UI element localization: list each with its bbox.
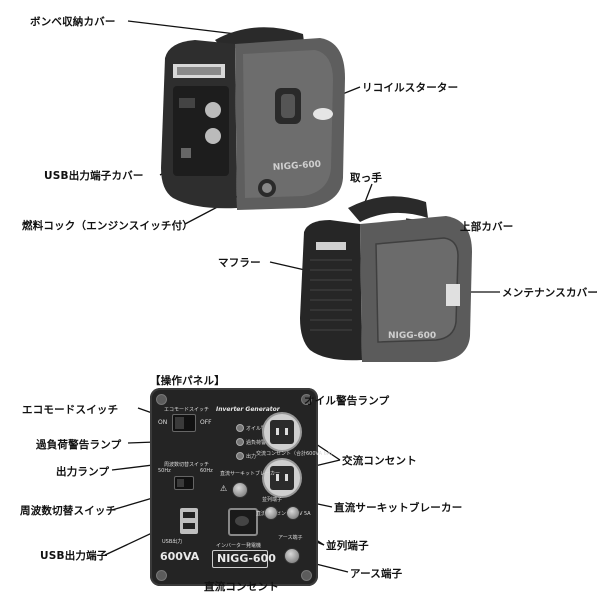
panel-earth-label: アース端子 xyxy=(278,535,303,541)
label-usb-port-cover: USB出力端子カバー xyxy=(44,170,144,182)
operation-panel: エコモードスイッチ ON OFF Inverter Generator オイル警… xyxy=(150,388,335,586)
label-oil-warning-lamp: オイル警告ランプ xyxy=(304,395,390,407)
dc-outlet[interactable] xyxy=(228,508,258,536)
panel-dc-caption: 直流コンセント 12V 5A xyxy=(256,511,311,517)
label-earth-terminal: アース端子 xyxy=(350,568,403,580)
earth-terminal[interactable] xyxy=(284,548,300,564)
label-recoil-starter: リコイルスターター xyxy=(362,82,459,94)
label-dc-outlet: 直流コンセント xyxy=(204,581,279,593)
panel-capacity: 600VA xyxy=(160,550,200,563)
engine-warning-icon: ⚠ xyxy=(220,484,228,493)
overload-warning-lamp xyxy=(236,438,244,446)
screw-icon xyxy=(156,570,167,581)
panel-output-label: 出力 xyxy=(246,454,257,460)
label-overload-warning-lamp: 過負荷警告ランプ xyxy=(36,439,122,451)
label-eco-mode-switch: エコモードスイッチ xyxy=(22,404,119,416)
generator-rear-view: NIGG-600 xyxy=(300,196,472,362)
label-fuel-cock: 燃料コック（エンジンスイッチ付） xyxy=(22,220,193,232)
parallel-terminal-2[interactable] xyxy=(286,506,300,520)
label-parallel-terminal: 並列端子 xyxy=(326,540,369,552)
label-dc-circuit-breaker: 直流サーキットブレーカー xyxy=(334,502,463,514)
label-muffler: マフラー xyxy=(218,257,261,269)
panel-freq-label: 周波数切替スイッチ xyxy=(164,462,210,468)
label-top-cover: 上部カバー xyxy=(460,221,514,233)
panel-freq-50: 50Hz xyxy=(158,468,171,474)
label-panel-heading: 【操作パネル】 xyxy=(150,375,225,387)
panel-brand: Inverter Generator xyxy=(216,406,280,413)
panel-ac-caption: 交流コンセント（合計600VA 6A） xyxy=(256,451,336,457)
label-maintenance-cover: メンテナンスカバー xyxy=(502,287,599,299)
panel-parallel-label: 並列端子 xyxy=(262,497,283,503)
eco-mode-switch[interactable] xyxy=(172,414,196,432)
model-text-side: NIGG-600 xyxy=(273,160,322,173)
usb-output-terminal[interactable] xyxy=(180,508,198,534)
frequency-switch[interactable] xyxy=(174,476,194,490)
panel-model-caption: インバーター発電機 xyxy=(216,543,262,549)
dc-circuit-breaker[interactable] xyxy=(232,482,248,498)
label-output-lamp: 出力ランプ xyxy=(56,466,110,478)
screw-icon xyxy=(301,394,312,405)
label-handle: 取っ手 xyxy=(350,172,383,184)
panel-off-label: OFF xyxy=(200,419,212,426)
screw-icon xyxy=(156,394,167,405)
panel-overload-label: 過負荷警告 xyxy=(246,440,272,446)
panel-eco-label: エコモードスイッチ xyxy=(164,407,210,413)
label-cylinder-cover: ボンベ収納カバー xyxy=(30,16,116,28)
ac-outlet-2[interactable] xyxy=(262,458,302,498)
screw-icon xyxy=(301,570,312,581)
parallel-terminal-1[interactable] xyxy=(264,506,278,520)
panel-oil-label: オイル警告 xyxy=(246,426,272,432)
label-usb-output-terminal: USB出力端子 xyxy=(40,550,108,562)
generator-front-view: NIGG-600 xyxy=(161,27,345,210)
panel-model-box: NIGG-600 xyxy=(212,550,276,568)
output-lamp xyxy=(236,452,244,460)
oil-warning-lamp xyxy=(236,424,244,432)
label-ac-outlet: 交流コンセント xyxy=(342,455,417,467)
panel-freq-60: 60Hz xyxy=(200,468,213,474)
panel-on-label: ON xyxy=(158,419,168,426)
panel-breaker-label: 直流サーキットブレーカー xyxy=(220,471,281,477)
label-frequency-switch: 周波数切替スイッチ xyxy=(20,505,117,517)
panel-usb-caption: USB出力 xyxy=(162,539,183,545)
model-text-rear: NIGG-600 xyxy=(388,331,436,341)
panel-model: NIGG-600 xyxy=(217,552,276,565)
ac-outlet-1[interactable] xyxy=(262,412,302,452)
